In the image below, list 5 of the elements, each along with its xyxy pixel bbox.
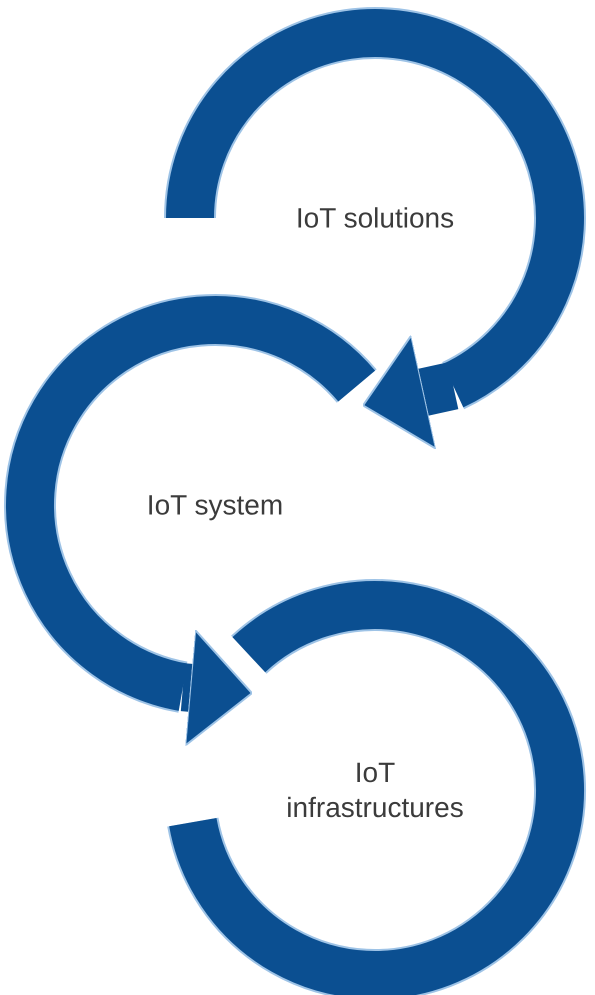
- node-label: IoT system: [146, 488, 284, 522]
- node-label: IoT infrastructures: [285, 756, 465, 825]
- node-label: IoT solutions: [294, 202, 456, 236]
- arrow: [180, 629, 253, 747]
- arrow: [362, 334, 458, 450]
